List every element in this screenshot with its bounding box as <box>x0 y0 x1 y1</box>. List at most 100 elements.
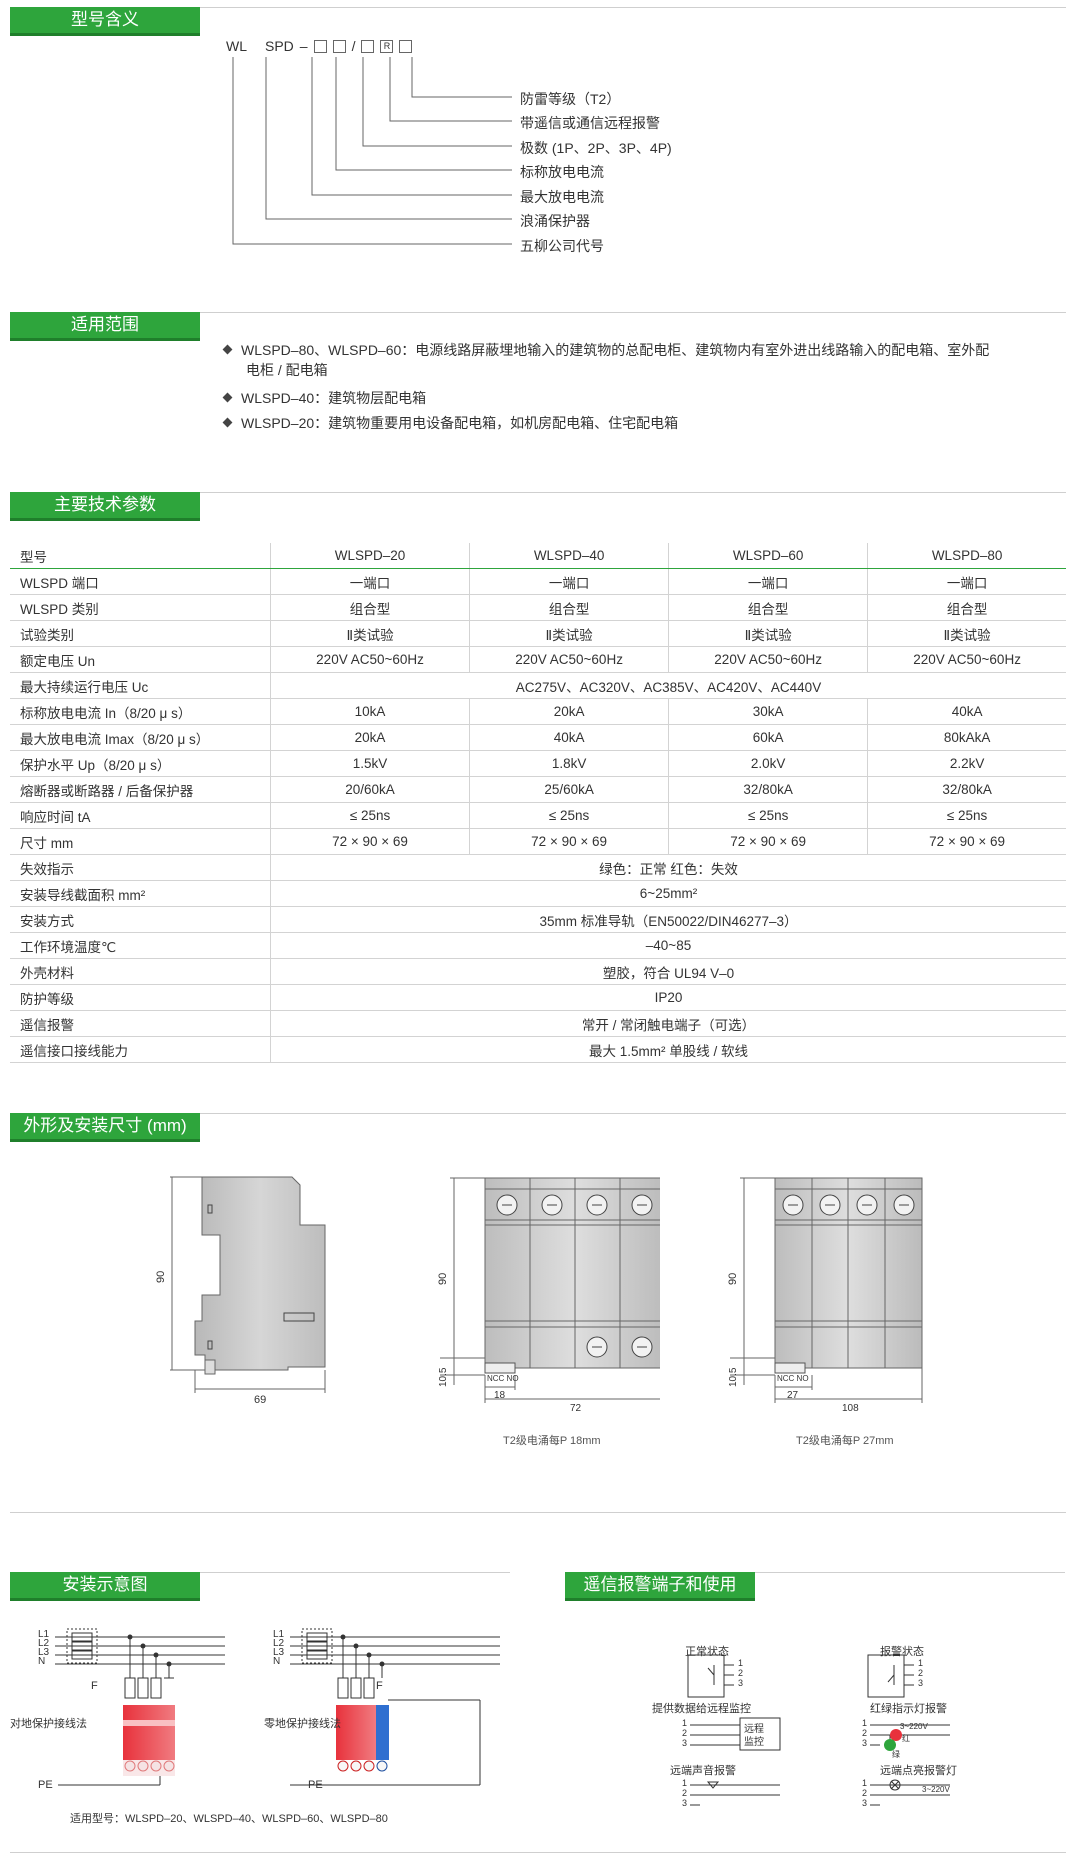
scope-item: WLSPD–80、WLSPD–60：电源线路屏蔽埋地输入的建筑物的总配电柜、建筑… <box>222 340 989 360</box>
row-value: 一端口 <box>668 568 868 595</box>
lamp-label: 远端点亮报警灯 <box>880 1765 957 1777</box>
row-value: 绿色：正常 红色：失效 <box>270 854 1066 881</box>
row-value: 20kA <box>469 698 669 725</box>
front-view-18mm-drawing: 90 10.5 NCC NO 18 72 <box>437 1177 660 1414</box>
fuse-label-left: F <box>91 1680 98 1692</box>
sound-label: 远端声音报警 <box>670 1765 736 1777</box>
green-label: 绿 <box>892 1750 900 1759</box>
row-value: 2.2kV <box>867 750 1066 777</box>
row-label: 遥信接口接线能力 <box>10 1036 271 1063</box>
row-label: 响应时间 tA <box>10 802 271 829</box>
params-table: 型号 WLSPD–20 WLSPD–40 WLSPD–60 WLSPD–80 W… <box>10 543 1066 1063</box>
data-remote-label: 提供数据给远程监控 <box>652 1703 751 1715</box>
row-value: 10kA <box>269 698 470 725</box>
table-row: 遥信接口接线能力最大 1.5mm² 单股线 / 软线 <box>10 1036 1066 1063</box>
divider-install-sub <box>10 1572 510 1573</box>
model-meaning-leaders <box>232 57 512 245</box>
row-value: 6~25mm² <box>270 880 1066 907</box>
normal-state-label: 正常状态 <box>685 1646 729 1658</box>
divider-install <box>10 1512 1066 1513</box>
row-value: 一端口 <box>867 568 1066 595</box>
row-value: 72 × 90 × 69 <box>269 828 470 855</box>
top-divider <box>10 7 1066 8</box>
col-header: 型号 <box>10 543 271 569</box>
front-view-27mm-drawing: 90 10.5 NCC NO 27 108 <box>727 1177 923 1414</box>
table-row: 失效指示绿色：正常 红色：失效 <box>10 854 1066 881</box>
right-caption: 零地保护接线法 <box>264 1718 341 1730</box>
row-value: 一端口 <box>269 568 470 595</box>
red-label: 红 <box>902 1733 910 1743</box>
section-install: 安装示意图 <box>10 1572 200 1601</box>
row-label: 安装方式 <box>10 906 271 933</box>
table-row: 外壳材料塑胶，符合 UL94 V–0 <box>10 958 1066 985</box>
row-value: 20kA <box>269 724 470 751</box>
col-header: WLSPD–80 <box>867 543 1066 569</box>
bullet-diamond-icon <box>222 344 233 355</box>
model-code: WL SPD – / R <box>226 38 413 54</box>
row-value: 一端口 <box>469 568 669 595</box>
install-models: 适用型号：WLSPD–20、WLSPD–40、WLSPD–60、WLSPD–80 <box>70 1813 388 1825</box>
side-width-label: 69 <box>254 1394 266 1406</box>
row-value: 2.0kV <box>668 750 868 777</box>
row-value: 常开 / 常闭触电端子（可选） <box>270 1010 1066 1037</box>
row-value: 20/60kA <box>269 776 470 803</box>
scope-item: WLSPD–40：建筑物层配电箱 <box>222 388 426 408</box>
row-label: 工作环境温度℃ <box>10 932 271 959</box>
row-value: 组合型 <box>867 594 1066 621</box>
row-value: Ⅱ类试验 <box>668 620 868 647</box>
row-value: Ⅱ类试验 <box>867 620 1066 647</box>
meaning-label-7: 五柳公司代号 <box>520 238 604 254</box>
side-height-label: 90 <box>155 1271 167 1283</box>
row-value: Ⅱ类试验 <box>469 620 669 647</box>
code-box-4 <box>399 39 413 53</box>
section-scope: 适用范围 <box>10 312 200 341</box>
code-r-box: R <box>380 39 394 53</box>
caption-27mm: T2级电涌每P 27mm <box>796 1435 894 1447</box>
dim-18-base-height: 10.5 <box>438 1367 449 1387</box>
table-row: WLSPD 端口一端口一端口一端口一端口 <box>10 568 1066 595</box>
alarm-state-label: 报警状态 <box>880 1646 924 1658</box>
row-label: 遥信报警 <box>10 1010 271 1037</box>
remote-box-line1: 远程 <box>744 1723 764 1735</box>
pe-label-right: PE <box>308 1779 323 1791</box>
row-value: 32/80kA <box>867 776 1066 803</box>
dim-27-width: 108 <box>842 1403 859 1414</box>
row-label: WLSPD 端口 <box>10 568 271 595</box>
row-label: 最大持续运行电压 Uc <box>10 672 271 699</box>
meaning-label-1: 防雷等级（T2） <box>520 91 621 107</box>
side-view-drawing: 90 69 <box>155 1176 326 1406</box>
alarm-diagram: 3~220V 红 绿 3~220V 远程 监控 <box>687 1654 950 1806</box>
pe-label-left: PE <box>38 1779 53 1791</box>
bullet-diamond-icon <box>222 392 233 403</box>
row-value: 1.5kV <box>269 750 470 777</box>
row-value: 72 × 90 × 69 <box>668 828 868 855</box>
row-value: 60kA <box>668 724 868 751</box>
rg-voltage: 3~220V <box>900 1722 928 1731</box>
row-label: 防护等级 <box>10 984 271 1011</box>
row-value: 72 × 90 × 69 <box>469 828 669 855</box>
table-row: WLSPD 类别组合型组合型组合型组合型 <box>10 594 1066 621</box>
row-value: 32/80kA <box>668 776 868 803</box>
row-value: IP20 <box>270 984 1066 1011</box>
row-value: 220V AC50~60Hz <box>867 646 1066 673</box>
row-value: 220V AC50~60Hz <box>269 646 470 673</box>
divider-alarm-sub <box>565 1572 1065 1573</box>
col-header: WLSPD–60 <box>668 543 868 569</box>
row-value: 40kA <box>867 698 1066 725</box>
code-box-2 <box>332 39 346 53</box>
remote-box-line2: 监控 <box>744 1735 764 1748</box>
row-label: 失效指示 <box>10 854 271 881</box>
meaning-label-2: 带遥信或通信远程报警 <box>520 115 660 131</box>
table-row: 工作环境温度℃–40~85 <box>10 932 1066 959</box>
code-box-3 <box>361 39 375 53</box>
row-value: 塑胶，符合 UL94 V–0 <box>270 958 1066 985</box>
